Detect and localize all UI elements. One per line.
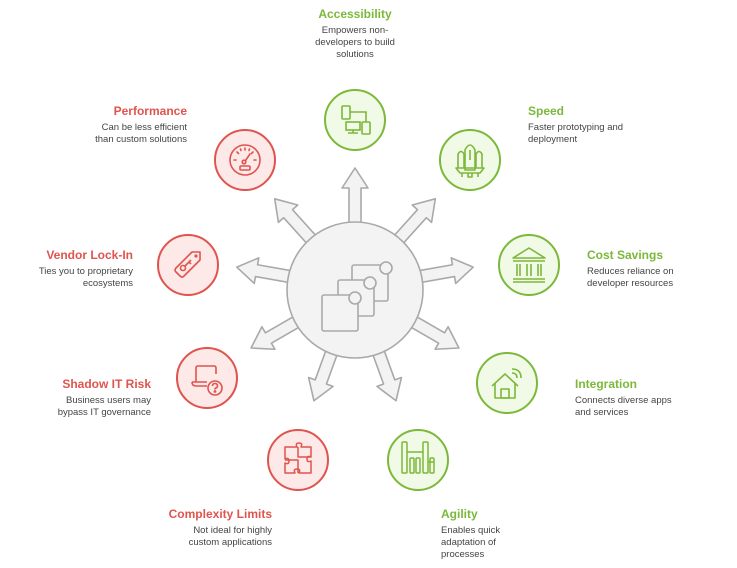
desc-accessibility-line-3: solutions — [336, 49, 374, 60]
node-speed — [439, 129, 501, 191]
title-vendor-lock-in: Vendor Lock-In — [46, 248, 133, 262]
node-performance — [214, 129, 276, 191]
desc-cost-savings-line-2: developer resources — [587, 278, 674, 289]
desc-complexity-limits-line-2: custom applications — [188, 537, 272, 548]
key-tag-icon — [174, 251, 201, 278]
node-accessibility — [324, 89, 386, 151]
laptop-question-icon — [191, 365, 223, 396]
title-shadow-it-risk: Shadow IT Risk — [62, 377, 151, 391]
label-agility: Agility Enables quick adaptation of proc… — [441, 506, 561, 561]
node-integration — [476, 352, 538, 414]
node-vendor-lock-in — [157, 234, 219, 296]
label-complexity-limits: Complexity Limits Not ideal for highly c… — [130, 506, 272, 549]
desc-cost-savings-line-1: Reduces reliance on — [587, 266, 674, 277]
desc-complexity-limits-line-1: Not ideal for highly — [193, 525, 272, 536]
desc-agility-line-2: adaptation of — [441, 537, 496, 548]
desc-speed-line-1: Faster prototyping and — [528, 122, 624, 133]
node-agility — [387, 429, 449, 491]
label-speed: Speed Faster prototyping and deployment — [528, 103, 658, 146]
gymnastics-bars-icon — [401, 441, 435, 474]
title-speed: Speed — [528, 104, 565, 118]
label-cost-savings: Cost Savings Reduces reliance on develop… — [587, 247, 717, 290]
rocket-icon — [455, 144, 485, 178]
layered-squares-icon — [321, 261, 393, 332]
title-integration: Integration — [575, 377, 637, 391]
title-cost-savings: Cost Savings — [587, 248, 664, 262]
label-performance: Performance Can be less efficient than c… — [40, 103, 187, 146]
desc-performance-line-2: than custom solutions — [95, 134, 187, 145]
desc-speed-line-2: deployment — [528, 134, 578, 145]
label-shadow-it-risk: Shadow IT Risk Business users may bypass… — [20, 376, 151, 419]
desc-vendor-lock-in-line-2: ecosystems — [82, 278, 133, 289]
desc-shadow-it-risk-line-1: Business users may — [65, 395, 151, 406]
desc-agility-line-3: processes — [441, 549, 485, 560]
title-complexity-limits: Complexity Limits — [168, 507, 272, 521]
desc-shadow-it-risk-line-2: bypass IT governance — [57, 407, 151, 418]
devices-network-icon — [341, 105, 371, 135]
bank-icon — [512, 247, 546, 283]
desc-performance-line-1: Can be less efficient — [101, 122, 187, 133]
node-shadow-it-risk — [176, 347, 238, 409]
desc-accessibility-line-2: developers to build — [315, 37, 395, 48]
node-complexity-limits — [267, 429, 329, 491]
desc-integration-line-1: Connects diverse apps — [575, 395, 672, 406]
desc-integration-line-2: and services — [575, 407, 629, 418]
title-performance: Performance — [113, 104, 187, 118]
speedometer-icon — [229, 144, 261, 176]
puzzle-icon — [284, 442, 312, 474]
desc-accessibility-line-1: Empowers non- — [321, 25, 389, 36]
label-vendor-lock-in: Vendor Lock-In Ties you to proprietary e… — [10, 247, 133, 290]
title-accessibility: Accessibility — [318, 7, 392, 21]
label-integration: Integration Connects diverse apps and se… — [575, 376, 715, 419]
desc-vendor-lock-in-line-1: Ties you to proprietary — [38, 266, 133, 277]
label-accessibility: Accessibility Empowers non- developers t… — [295, 6, 415, 61]
node-cost-savings — [498, 234, 560, 296]
desc-agility-line-1: Enables quick — [441, 525, 501, 536]
title-agility: Agility — [441, 507, 478, 521]
smart-home-icon — [491, 368, 522, 399]
